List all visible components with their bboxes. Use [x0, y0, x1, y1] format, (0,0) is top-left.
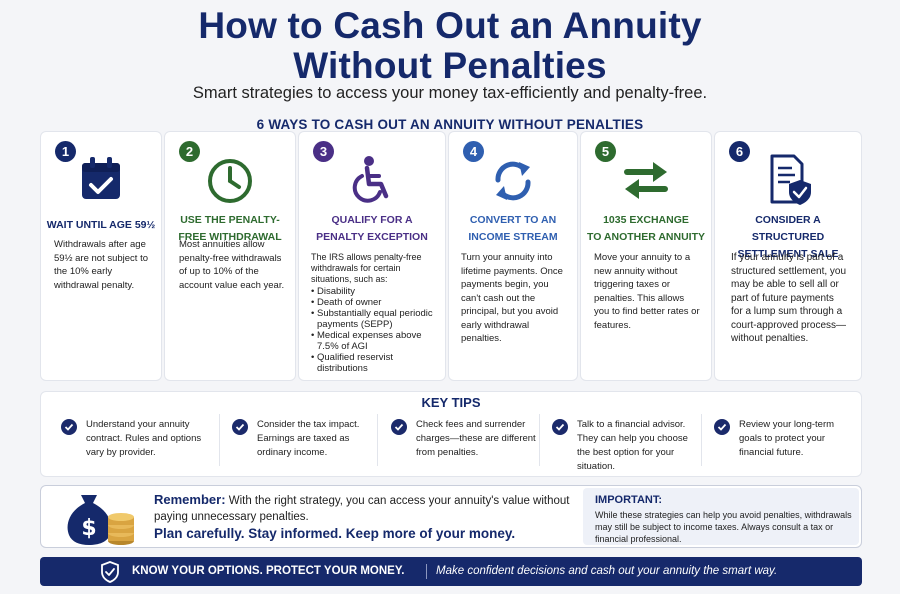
- step-number-5: 5: [595, 141, 616, 162]
- way-card-1: 1 WAIT UNTIL AGE 59½ Withdrawals after a…: [40, 131, 162, 381]
- title-line-2: Without Penalties: [293, 45, 607, 86]
- card-body: If your annuity is part of a structured …: [731, 252, 847, 344]
- section-heading: 6 WAYS TO CASH OUT AN ANNUITY WITHOUT PE…: [256, 117, 644, 132]
- check-icon: [552, 419, 568, 435]
- important-box: IMPORTANT: While these strategies can he…: [583, 488, 859, 545]
- remember-panel: $ Remember: With the right strategy, you…: [40, 485, 862, 548]
- tip-item: Review your long-term goals to protect y…: [714, 418, 854, 468]
- exception-list: Disability Death of owner Substantially …: [311, 286, 439, 374]
- card-title: CONSIDER A STRUCTURED SETTLEMENT SALE: [737, 214, 839, 260]
- important-text: While these strategies can help you avoi…: [595, 510, 852, 544]
- card-body: Most annuities allow penalty-free withdr…: [179, 239, 285, 291]
- page-title: How to Cash Out an Annuity Without Penal…: [0, 6, 900, 86]
- footer-banner: KNOW YOUR OPTIONS. PROTECT YOUR MONEY. M…: [40, 557, 862, 586]
- check-icon: [61, 419, 77, 435]
- divider: [426, 564, 427, 579]
- step-number-2: 2: [179, 141, 200, 162]
- money-bag-coins-icon: $: [63, 489, 141, 552]
- card-body: Move your annuity to a new annuity witho…: [594, 252, 700, 331]
- tip-item: Talk to a financial advisor. They can he…: [552, 418, 702, 472]
- remember-label: Remember:: [154, 492, 226, 507]
- list-item: Substantially equal periodic payments (S…: [311, 308, 439, 330]
- remember-body: With the right strategy, you can access …: [154, 495, 570, 523]
- card-title: CONVERT TO AN INCOME STREAM: [468, 214, 558, 243]
- list-item: Disability: [311, 286, 439, 297]
- document-shield-icon: [715, 154, 861, 205]
- tip-text: Understand your annuity contract. Rules …: [86, 419, 202, 458]
- tip-text: Review your long-term goals to protect y…: [739, 419, 835, 458]
- divider: [377, 414, 378, 466]
- key-tips-panel: KEY TIPS Understand your annuity contrac…: [40, 391, 862, 477]
- svg-text:$: $: [81, 516, 96, 541]
- tip-text: Check fees and surrender charges—these a…: [416, 419, 536, 458]
- way-card-6: 6 CONSIDER A STRUCTURED SETTLEMENT SALE …: [714, 131, 862, 381]
- check-icon: [714, 419, 730, 435]
- refresh-cycle-icon: [449, 154, 577, 204]
- exchange-arrows-icon: [581, 154, 711, 204]
- footer-tagline: KNOW YOUR OPTIONS. PROTECT YOUR MONEY.: [132, 565, 405, 577]
- way-card-3: 3 QUALIFY FOR A PENALTY EXCEPTION The IR…: [298, 131, 446, 381]
- tip-item: Understand your annuity contract. Rules …: [61, 418, 221, 468]
- divider: [539, 414, 540, 466]
- check-icon: [232, 419, 248, 435]
- list-item: Medical expenses above 7.5% of AGI: [311, 330, 439, 352]
- divider: [701, 414, 702, 466]
- way-card-5: 5 1035 EXCHANGE TO ANOTHER ANNUITY Move …: [580, 131, 712, 381]
- step-number-6: 6: [729, 141, 750, 162]
- tip-text: Consider the tax impact. Earnings are ta…: [257, 419, 360, 458]
- wheelchair-icon: [299, 154, 445, 204]
- check-icon: [391, 419, 407, 435]
- important-heading: IMPORTANT:: [595, 494, 663, 506]
- card-title: USE THE PENALTY- FREE WITHDRAWAL: [178, 214, 282, 243]
- divider: [219, 414, 220, 466]
- card-body: Turn your annuity into lifetime payments…: [461, 252, 563, 344]
- card-title: QUALIFY FOR A PENALTY EXCEPTION: [316, 214, 428, 243]
- card-title: 1035 EXCHANGE TO ANOTHER ANNUITY: [586, 214, 706, 243]
- card-body: Withdrawals after age 59½ are not subjec…: [54, 239, 149, 291]
- step-number-3: 3: [313, 141, 334, 162]
- way-card-2: 2 USE THE PENALTY- FREE WITHDRAWAL Most …: [164, 131, 296, 381]
- remember-plan: Plan carefully. Stay informed. Keep more…: [154, 526, 516, 541]
- ways-cards: 1 WAIT UNTIL AGE 59½ Withdrawals after a…: [40, 131, 862, 381]
- tip-item: Consider the tax impact. Earnings are ta…: [232, 418, 377, 468]
- list-item: Qualified reservist distributions: [311, 352, 439, 374]
- step-number-4: 4: [463, 141, 484, 162]
- step-number-1: 1: [55, 141, 76, 162]
- list-item: Death of owner: [311, 297, 439, 308]
- footer-message: Make confident decisions and cash out yo…: [436, 565, 778, 577]
- card-body: The IRS allows penalty-free withdrawals …: [311, 252, 439, 374]
- clock-icon: [165, 154, 295, 204]
- calendar-check-icon: [41, 154, 161, 204]
- card-title: WAIT UNTIL AGE 59½: [46, 219, 156, 231]
- tip-text: Talk to a financial advisor. They can he…: [577, 419, 688, 472]
- title-line-1: How to Cash Out an Annuity: [198, 5, 702, 46]
- shield-icon: [100, 561, 120, 588]
- key-tips-heading: KEY TIPS: [421, 395, 481, 410]
- page-subtitle: Smart strategies to access your money ta…: [192, 84, 708, 102]
- way-card-4: 4 CONVERT TO AN INCOME STREAM Turn your …: [448, 131, 578, 381]
- remember-text: Remember: With the right strategy, you c…: [154, 492, 594, 525]
- tip-item: Check fees and surrender charges—these a…: [391, 418, 541, 468]
